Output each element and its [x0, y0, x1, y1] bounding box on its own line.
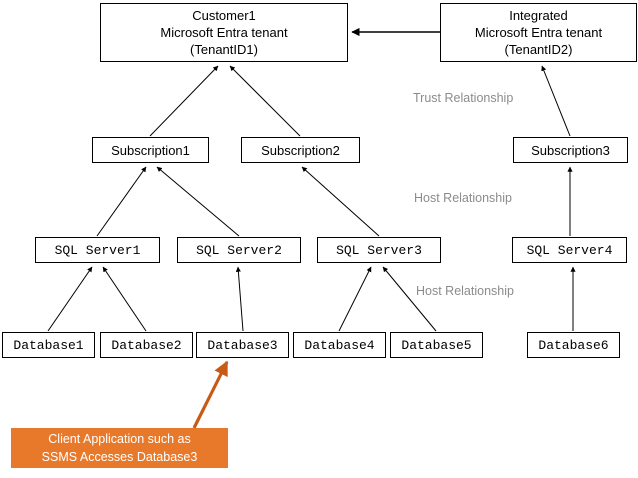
edge-sqlsrv2-to-sub1: [156, 166, 240, 237]
database1-label: Database1: [13, 337, 84, 353]
edge-sub1-to-tenant1: [149, 65, 219, 137]
subscription3-label: Subscription3: [531, 142, 610, 158]
database4-label: Database4: [304, 337, 375, 353]
edge-sub2-to-tenant1: [229, 65, 301, 137]
node-sql-server2[interactable]: SQL Server2: [177, 237, 301, 263]
edge-sqlsrv3-to-sub2: [301, 166, 380, 237]
tenant2-line-1: Integrated: [509, 8, 568, 23]
tenant1-line-2: Microsoft Entra tenant: [160, 25, 288, 40]
node-tenant1[interactable]: Customer1 Microsoft Entra tenant (Tenant…: [100, 3, 348, 62]
database3-label: Database3: [207, 337, 278, 353]
sql-server2-label: SQL Server2: [196, 242, 282, 258]
node-database6[interactable]: Database6: [527, 332, 620, 358]
node-sql-server3[interactable]: SQL Server3: [317, 237, 441, 263]
label-host-relationship-upper: Host Relationship: [414, 191, 512, 205]
subscription2-label: Subscription2: [261, 142, 340, 158]
edge-db5-to-sqlsrv3: [382, 266, 437, 332]
callout-line-2: SSMS Accesses Database3: [41, 450, 198, 464]
database5-label: Database5: [401, 337, 472, 353]
sql-server1-label: SQL Server1: [54, 242, 141, 258]
edge-db3-to-sqlsrv2: [235, 266, 244, 332]
database2-label: Database2: [111, 337, 182, 353]
edge-db1-to-sqlsrv1: [47, 266, 93, 332]
node-database5[interactable]: Database5: [390, 332, 483, 358]
sql-server3-label: SQL Server3: [336, 242, 422, 258]
edge-sqlsrv1-to-sub1: [96, 166, 147, 237]
edge-db4-to-sqlsrv3: [338, 266, 372, 332]
node-subscription3[interactable]: Subscription3: [513, 137, 628, 163]
tenant1-line-1: Customer1: [192, 8, 256, 23]
tenant1-line-3: (TenantID1): [190, 42, 258, 57]
tenant2-line-2: Microsoft Entra tenant: [474, 25, 603, 40]
node-tenant2[interactable]: Integrated Microsoft Entra tenant (Tenan…: [440, 3, 637, 62]
node-subscription1[interactable]: Subscription1: [92, 137, 209, 163]
edge-sub3-to-tenant2: [541, 65, 571, 137]
node-sql-server4[interactable]: SQL Server4: [512, 237, 627, 263]
label-host-relationship-lower: Host Relationship: [416, 284, 514, 298]
tenant2-line-3: (TenantID2): [504, 42, 573, 57]
label-trust-relationship: Trust Relationship: [413, 91, 514, 105]
node-database4[interactable]: Database4: [293, 332, 386, 358]
subscription1-label: Subscription1: [111, 142, 190, 158]
edge-db2-to-sqlsrv1: [102, 266, 147, 332]
database6-label: Database6: [538, 337, 609, 353]
callout-arrow-to-database3: [192, 360, 229, 429]
node-database1[interactable]: Database1: [2, 332, 95, 358]
node-subscription2[interactable]: Subscription2: [241, 137, 360, 163]
sql-server4-label: SQL Server4: [526, 242, 613, 258]
client-application-callout[interactable]: Client Application such as SSMS Accesses…: [11, 428, 228, 468]
node-sql-server1[interactable]: SQL Server1: [35, 237, 160, 263]
callout-line-1: Client Application such as: [48, 432, 191, 446]
node-database2[interactable]: Database2: [100, 332, 193, 358]
node-database3[interactable]: Database3: [196, 332, 289, 358]
